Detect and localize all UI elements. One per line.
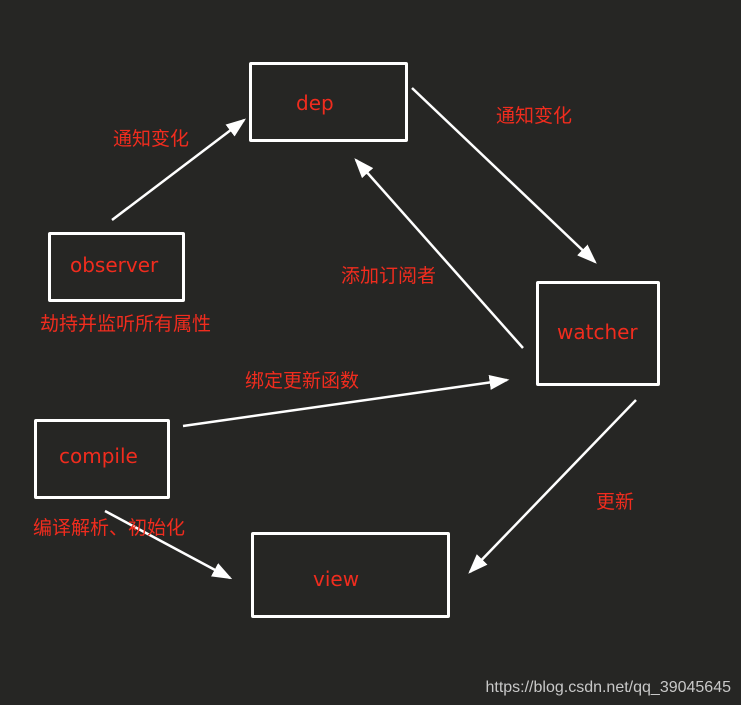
dep-box: dep [249, 62, 408, 142]
observer-box: observer [48, 232, 185, 302]
arrow-watcher-to-view [468, 399, 637, 574]
arrow-compile-to-watcher [182, 375, 510, 428]
watermark: https://blog.csdn.net/qq_39045645 [485, 679, 731, 696]
arrow-compile-to-view [104, 509, 233, 580]
edge-label-watcher-to-dep: 添加订阅者 [341, 265, 437, 287]
edge-label-watcher-to-view: 更新 [596, 491, 635, 513]
observer-caption: 劫持并监听所有属性 [40, 313, 212, 335]
view-label: view [313, 567, 360, 591]
edge-label-dep-to-watcher: 通知变化 [496, 105, 573, 127]
dep-label: dep [296, 91, 334, 115]
edge-label-observer-to-dep: 通知变化 [113, 128, 190, 150]
view-box: view [251, 532, 450, 618]
watcher-label: watcher [557, 320, 638, 344]
compile-box: compile [34, 419, 170, 499]
watcher-box: watcher [536, 281, 660, 386]
edge-label-compile-to-watcher: 绑定更新函数 [245, 370, 360, 392]
edge-label-compile-to-view: 编译解析、初始化 [33, 517, 186, 539]
compile-label: compile [59, 444, 138, 468]
arrow-observer-to-dep [111, 118, 246, 221]
arrow-dep-to-watcher [411, 87, 597, 264]
arrow-watcher-to-dep [354, 158, 524, 349]
observer-label: observer [70, 253, 159, 277]
